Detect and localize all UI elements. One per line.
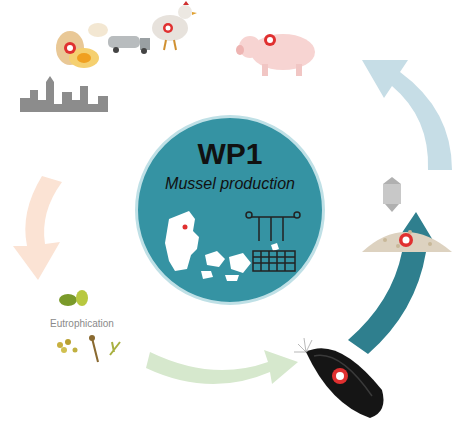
longline-icon bbox=[246, 212, 300, 271]
buoy bbox=[246, 212, 252, 218]
hen-picture bbox=[152, 1, 197, 50]
center-circle: WP1Mussel production bbox=[135, 115, 325, 305]
node-heading: WP1 bbox=[197, 137, 262, 171]
eggs-picture bbox=[56, 23, 108, 68]
illustration-label: Eutrophication bbox=[50, 318, 114, 329]
silo-picture bbox=[383, 177, 401, 212]
buoy bbox=[294, 212, 300, 218]
circle-outline bbox=[137, 117, 324, 304]
cycle-arrow bbox=[146, 350, 298, 384]
node-subtitle: Mussel production bbox=[165, 175, 295, 193]
map-marker bbox=[183, 225, 188, 230]
truck-picture bbox=[108, 36, 150, 54]
cycle-arrow bbox=[362, 60, 452, 170]
pig-picture bbox=[236, 34, 315, 76]
cycle-arrow bbox=[13, 176, 62, 280]
cycle-arrow bbox=[348, 212, 440, 354]
feed-pile bbox=[362, 230, 452, 252]
city-skyline bbox=[20, 76, 108, 112]
mussel-net bbox=[253, 251, 295, 271]
mussel-picture bbox=[294, 338, 384, 418]
longline-rope bbox=[251, 217, 295, 241]
